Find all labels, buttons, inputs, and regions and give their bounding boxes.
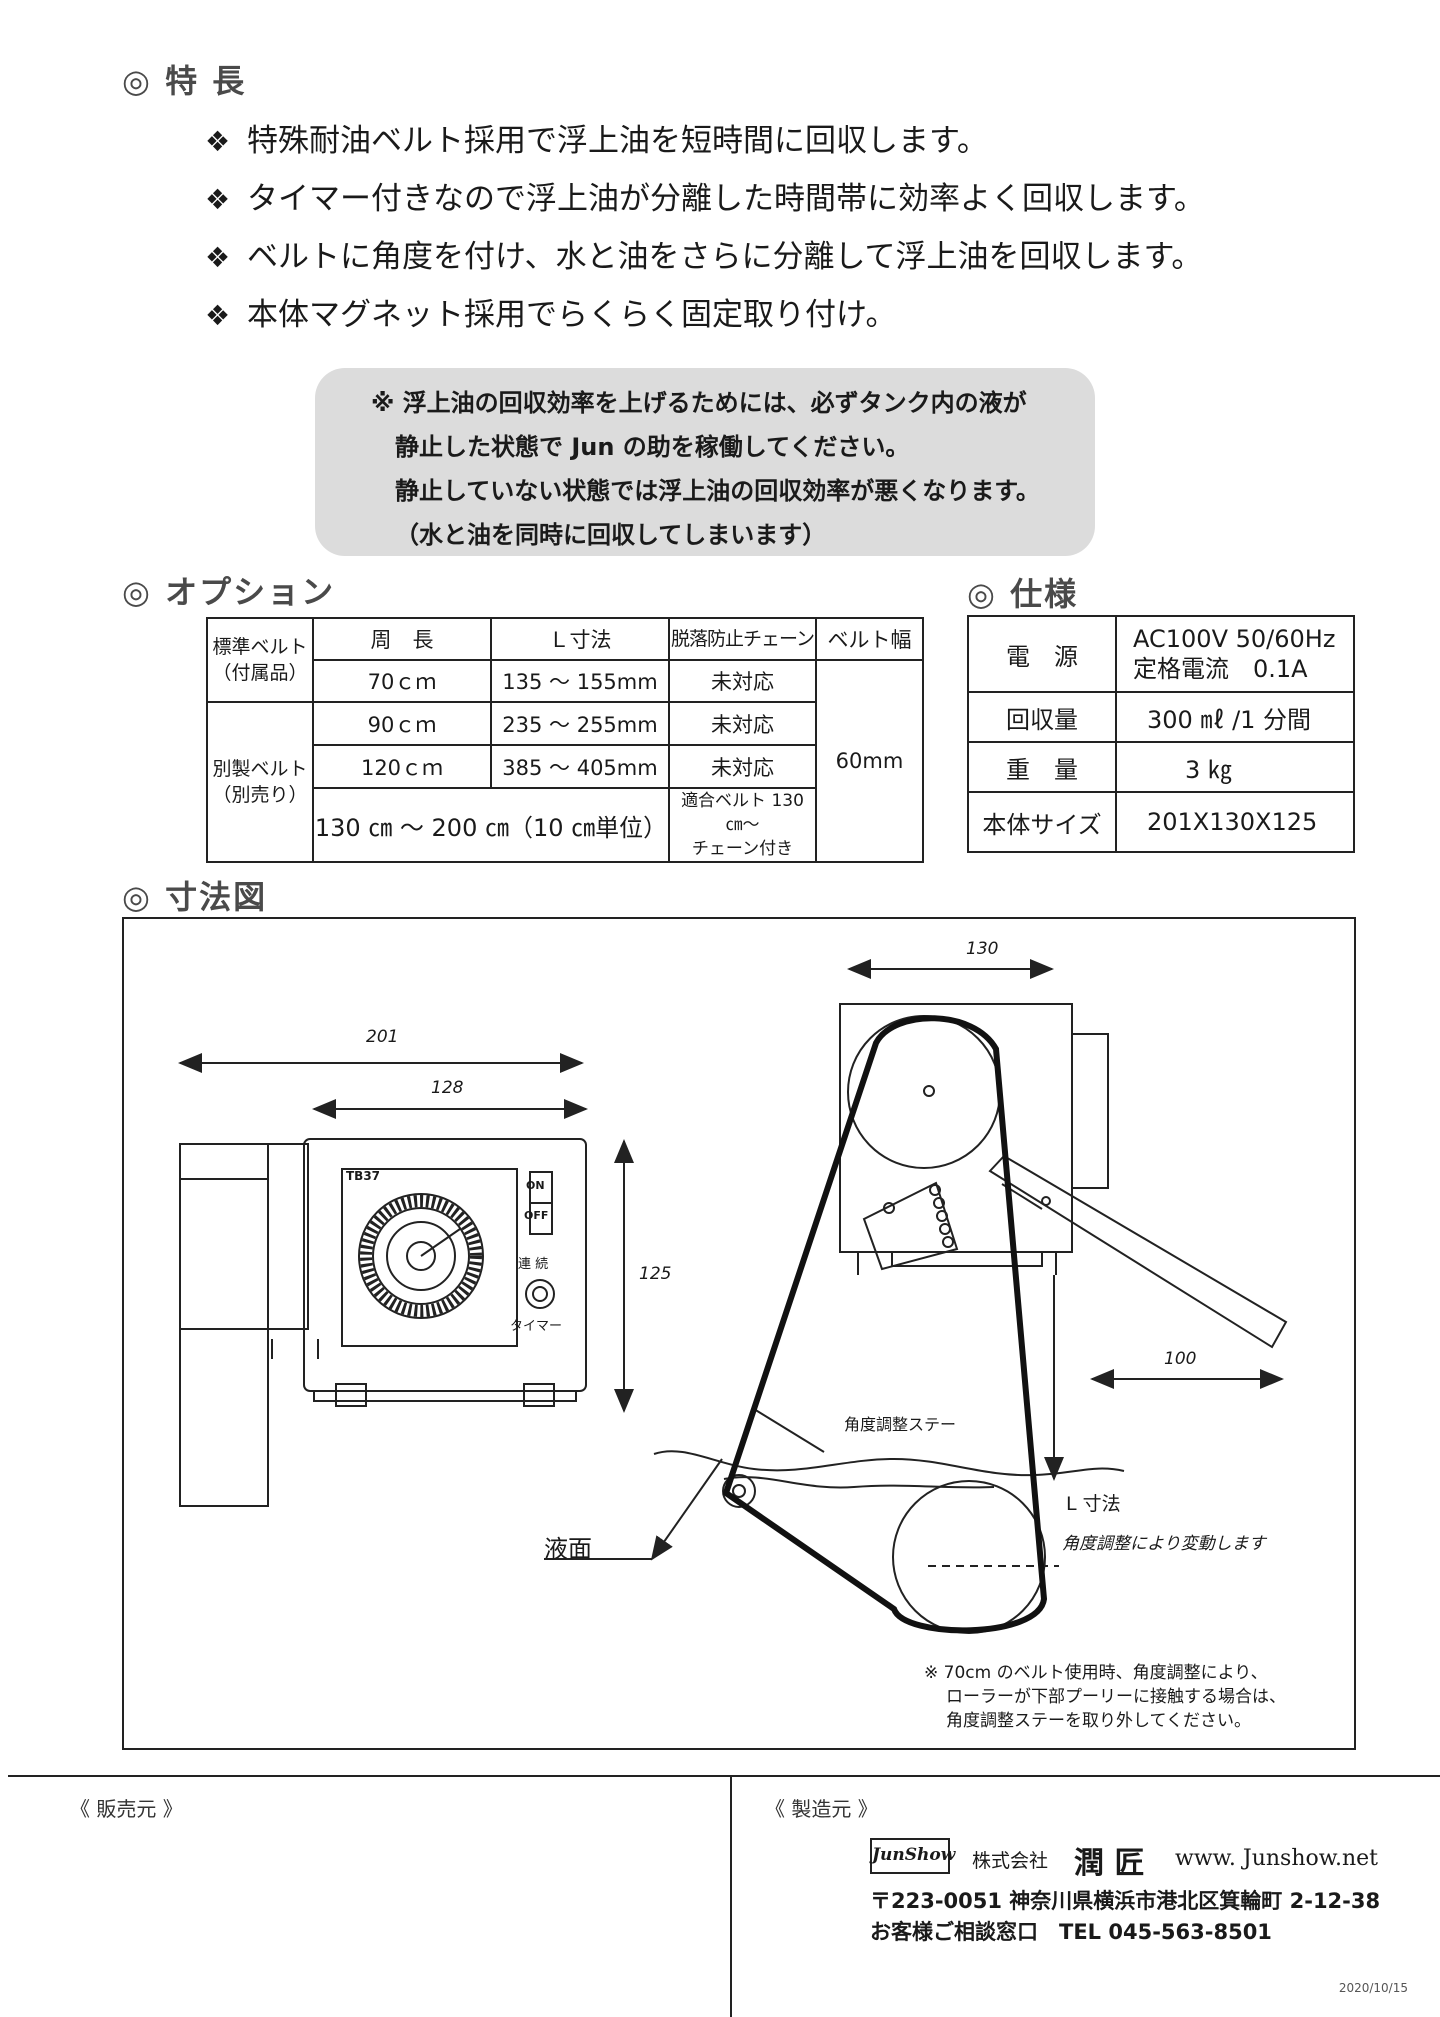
feature-item: ❖特殊耐油ベルト採用で浮上油を短時間に回収します。 (205, 112, 1205, 170)
cell-length: 90ｃｍ (312, 701, 492, 746)
mode-continuous: 連 続 (518, 1257, 549, 1272)
spec-key: 重 量 (967, 741, 1117, 793)
custom-belt-label: 別製ベルト （別売り） (206, 701, 314, 863)
diamond-bullet-icon: ❖ (205, 125, 231, 158)
cell-l: 385 ～ 405mm (490, 744, 670, 789)
feature-list: ❖特殊耐油ベルト採用で浮上油を短時間に回収します。 ❖タイマー付きなので浮上油が… (205, 112, 1205, 344)
dim-128: 128 (431, 1078, 464, 1098)
header-l-dimension: Ｌ寸法 (490, 617, 670, 661)
company-contact: お客様ご相談窓口 TEL 045-563-8501 (870, 1920, 1272, 1944)
cell-chain: 未対応 (668, 701, 817, 746)
spec-key: 本体サイズ (967, 791, 1117, 853)
section-title-dimensions: ◎ 寸法図 (122, 878, 268, 916)
label-stay: 角度調整ステー (844, 1415, 957, 1434)
dim-130: 130 (966, 939, 999, 959)
company-address: 〒223-0051 神奈川県横浜市港北区箕輪町 2-12-38 (870, 1889, 1381, 1913)
diamond-bullet-icon: ❖ (205, 183, 231, 216)
belt (722, 1015, 1048, 1634)
spec-key: 電 源 (967, 615, 1117, 693)
section-title-options: ◎ オプション (122, 573, 336, 611)
feature-item: ❖本体マグネット採用でらくらく固定取り付け。 (205, 286, 1205, 344)
maker-label: 《 製造元 》 (765, 1797, 878, 1821)
options-table: 標準ベルト （付属品） 周 長 Ｌ寸法 脱落防止チェーン ベルト幅 70ｃｍ 1… (206, 617, 924, 863)
footer-vertical-divider (730, 1776, 732, 2017)
header-chain: 脱落防止チェーン (668, 617, 817, 661)
drawing-note: ※ 70cm のベルト使用時、角度調整により、 ローラーが下部プーリーに接触する… (924, 1661, 1286, 1733)
cell-length: 70ｃｍ (312, 659, 492, 703)
section-title-spec: ◎ 仕様 (967, 575, 1079, 613)
seller-label: 《 販売元 》 (70, 1797, 183, 1821)
section-title-features: ◎ 特 長 (122, 62, 247, 100)
spec-value: AC100V 50/60Hz 定格電流 0.1A (1115, 615, 1355, 693)
label-l-dimension: L 寸法 (1066, 1493, 1121, 1515)
header-belt-width: ベルト幅 (815, 617, 924, 661)
mode-timer: タイマー (510, 1319, 563, 1334)
company-prefix: 株式会社 (972, 1850, 1049, 1872)
cell-l: 135 ～ 155mm (490, 659, 670, 703)
company-website: www. Junshow.net (1175, 1846, 1378, 1871)
label-surface: 液面 (544, 1535, 592, 1563)
off-label: OFF (524, 1209, 549, 1222)
drawing-note-line: ローラーが下部プーリーに接触する場合は、 (946, 1687, 1286, 1707)
model-label: TB37 (346, 1169, 381, 1183)
cell-chain: 未対応 (668, 659, 817, 703)
cell-custom-range: 130 ㎝ ～ 200 ㎝（10 ㎝単位） (312, 787, 670, 863)
dimension-drawing: 201 128 125 130 100 TB37 ON OFF 連 続 タイマー… (122, 917, 1356, 1750)
cell-chain: 未対応 (668, 744, 817, 789)
spec-key: 回収量 (967, 691, 1117, 743)
notice-box: ※ 浮上油の回収効率を上げるためには、必ずタンク内の液が 静止した状態で Jun… (315, 368, 1095, 556)
notice-line: （水と油を同時に回収してしまいます） (395, 521, 827, 549)
spec-table: 電 源 AC100V 50/60Hz 定格電流 0.1A 回収量 300 ㎖ /… (967, 615, 1355, 853)
standard-belt-label: 標準ベルト （付属品） (206, 617, 314, 703)
cell-belt-width: 60mm (815, 659, 924, 863)
front-view (178, 1053, 634, 1507)
cell-l: 235 ～ 255mm (490, 701, 670, 746)
junshow-logo: JunShow (870, 1838, 955, 1874)
spec-value: 201X130X125 (1115, 791, 1355, 853)
drawing-note-line: 角度調整ステーを取り外してください。 (946, 1711, 1251, 1731)
dim-125: 125 (639, 1264, 672, 1284)
cell-length: 120ｃｍ (312, 744, 492, 789)
dim-100: 100 (1164, 1349, 1197, 1369)
label-vary: 角度調整により変動します (1062, 1534, 1266, 1554)
feature-item: ❖タイマー付きなので浮上油が分離した時間帯に効率よく回収します。 (205, 170, 1205, 228)
spec-value: 3 ㎏ (1115, 741, 1355, 793)
on-label: ON (526, 1179, 545, 1192)
drawing-svg (178, 959, 1288, 1634)
notice-line: ※ 浮上油の回収効率を上げるためには、必ずタンク内の液が (371, 389, 1027, 417)
dial-ticks (360, 1195, 482, 1317)
notice-line: 静止した状態で Jun の助を稼働してください。 (395, 433, 910, 461)
drawing-note-line: ※ 70cm のベルト使用時、角度調整により、 (924, 1663, 1268, 1683)
company-name: 潤 匠 (1074, 1846, 1145, 1881)
header-length: 周 長 (312, 617, 492, 661)
issue-date: 2020/10/15 (1338, 1981, 1408, 1995)
footer-divider (8, 1775, 1440, 1777)
notice-line: 静止していない状態では浮上油の回収効率が悪くなります。 (395, 477, 1040, 505)
diamond-bullet-icon: ❖ (205, 299, 231, 332)
spec-value: 300 ㎖ /1 分間 (1115, 691, 1355, 743)
dim-201: 201 (366, 1027, 399, 1047)
cell-custom-chain: 適合ベルト 130 ㎝～ チェーン付き (668, 787, 817, 863)
feature-item: ❖ベルトに角度を付け、水と油をさらに分離して浮上油を回収します。 (205, 228, 1205, 286)
diamond-bullet-icon: ❖ (205, 241, 231, 274)
